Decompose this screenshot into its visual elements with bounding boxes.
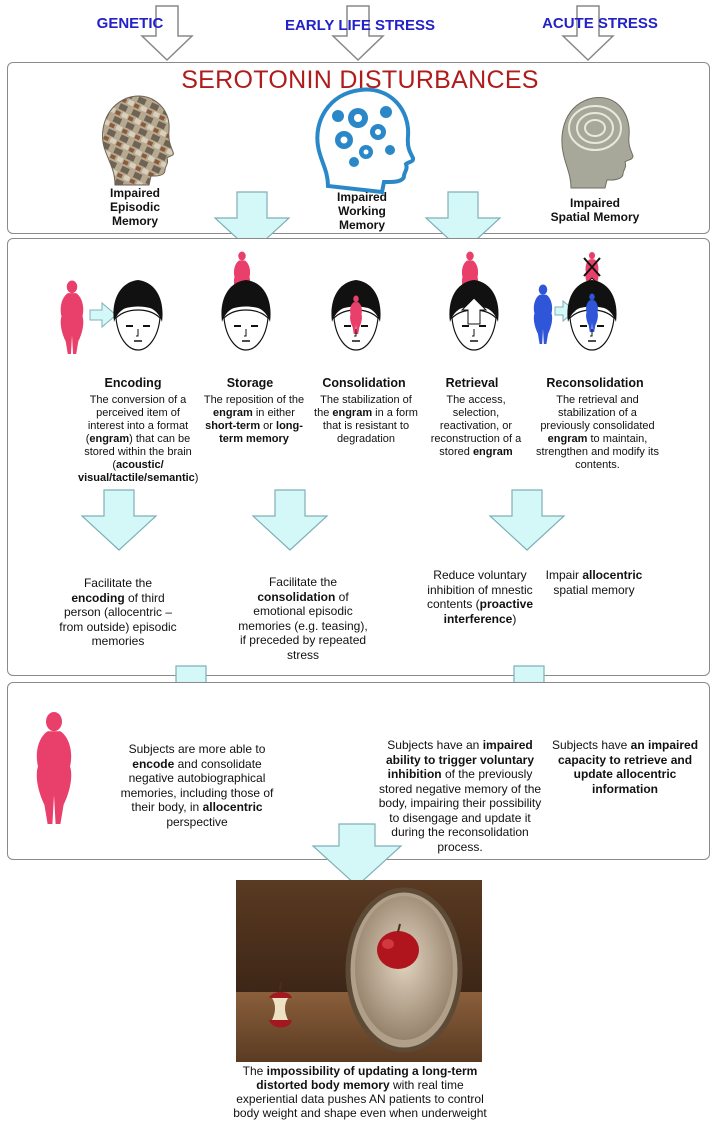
impaired-spatial-memory-label: Impaired Spatial Memory xyxy=(550,196,640,224)
collage-head-icon xyxy=(102,95,174,186)
mirror-apple-image xyxy=(236,880,482,1062)
whole-apple-reflection xyxy=(377,923,419,969)
consolidation-pictogram xyxy=(330,279,382,351)
desc-retrieval: The access, selection, reactivation, or … xyxy=(430,394,522,458)
desc-reconsolidation: The retrieval and stabilization of a pre… xyxy=(536,394,659,471)
genetic-arrow xyxy=(140,5,194,62)
apple-core xyxy=(269,981,292,1028)
arrow-episodic-down xyxy=(213,191,291,253)
acute-stress-arrow xyxy=(561,5,615,62)
desc-storage: The reposition of the engram in either s… xyxy=(203,394,305,445)
factor-early-life-stress: EARLY LIFE STRESS xyxy=(284,17,436,34)
stage-storage: Storage xyxy=(226,376,274,390)
panel1-arrows xyxy=(213,191,502,253)
panel3-arrow xyxy=(311,823,403,887)
woman-figure-icon xyxy=(36,712,72,824)
memory-stage-pictograms xyxy=(60,251,618,354)
factor-acute-stress: ACUTE STRESS xyxy=(542,15,658,32)
conclusion-encoding: Subjects are more able to encode and con… xyxy=(120,742,274,829)
stage-consolidation: Consolidation xyxy=(322,376,406,390)
effect-retrieval: Reduce voluntary inhibition of mnestic c… xyxy=(426,568,534,626)
arrow-working-down xyxy=(424,191,502,253)
conclusion-allocentric: Subjects have an impaired capacity to re… xyxy=(551,738,699,796)
impaired-working-memory-label: Impaired Working Memory xyxy=(336,190,387,232)
factor-arrows xyxy=(140,5,615,62)
gear-head-icon xyxy=(315,87,416,195)
stage-retrieval: Retrieval xyxy=(445,376,499,390)
arrow-retrieval-down xyxy=(488,489,566,551)
encoding-pictogram xyxy=(60,279,164,354)
arrow-storage-down xyxy=(251,489,329,551)
effect-spatial: Impair allocentric spatial memory xyxy=(545,568,643,597)
image-caption: The impossibility of updating a long-ter… xyxy=(233,1064,487,1120)
impaired-episodic-memory-label: Impaired Episodic Memory xyxy=(109,186,160,228)
arrow-to-mirror-image xyxy=(311,823,403,887)
effect-consolidation: Facilitate the consolidation of emotiona… xyxy=(238,575,368,662)
reconsolidation-pictogram xyxy=(533,252,618,351)
stage-reconsolidation: Reconsolidation xyxy=(546,376,644,390)
conclusion-inhibition: Subjects have an impaired ability to tri… xyxy=(378,738,542,854)
factor-genetic: GENETIC xyxy=(96,15,164,32)
arrow-encoding-down xyxy=(80,489,158,551)
effect-encoding: Facilitate the encoding of third person … xyxy=(59,576,177,648)
early-life-stress-arrow xyxy=(331,5,385,62)
desc-consolidation: The stabilization of the engram in a for… xyxy=(314,394,418,445)
maze-head-icon xyxy=(561,97,634,189)
desc-encoding: The conversion of a perceived item of in… xyxy=(78,394,199,484)
stage-encoding: Encoding xyxy=(104,376,162,390)
stage-to-effect-arrows xyxy=(80,489,566,551)
retrieval-pictogram xyxy=(448,251,500,351)
storage-pictogram xyxy=(220,251,272,351)
